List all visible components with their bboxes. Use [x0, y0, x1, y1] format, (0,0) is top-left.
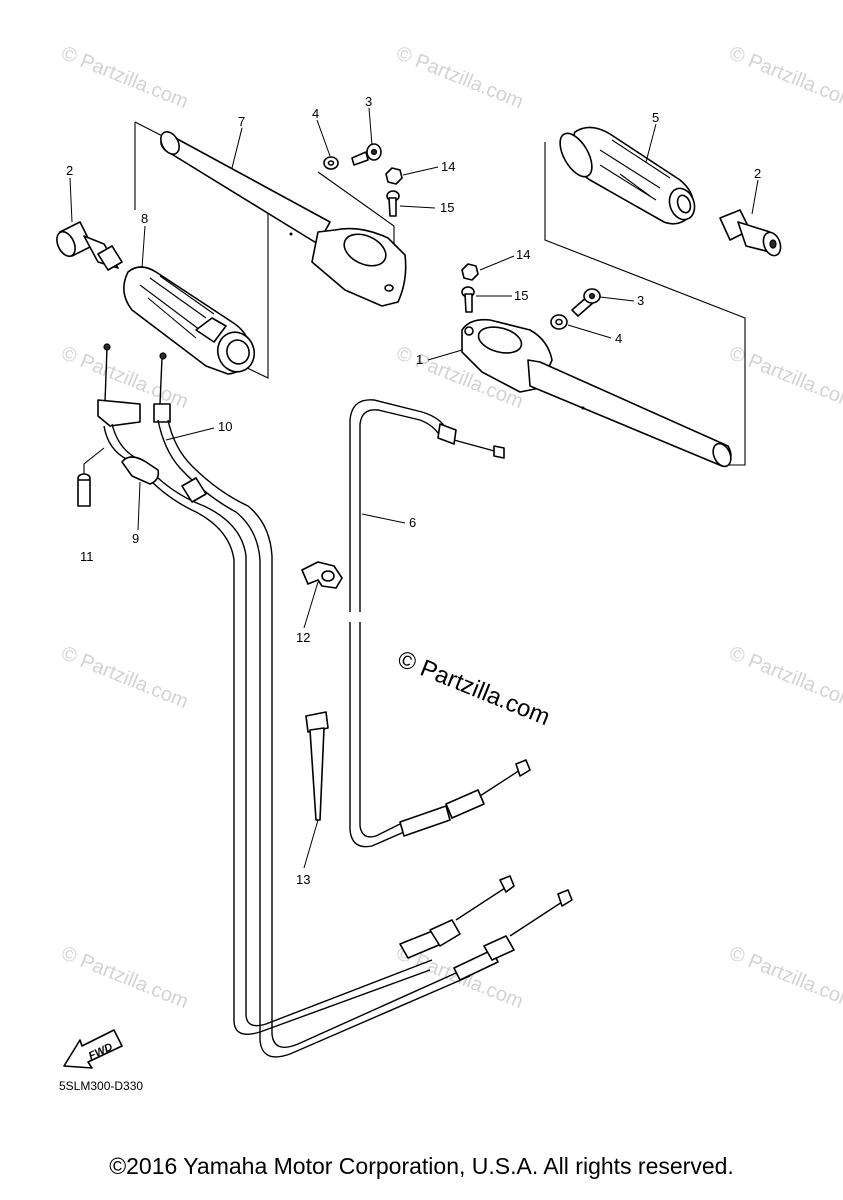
watermark-7: © Partzilla.com	[58, 642, 191, 713]
part-1-right-handlebar	[461, 318, 732, 468]
watermark-8: © Partzilla.com	[726, 642, 843, 713]
diagram-code: 5SLM300-D330	[59, 1079, 143, 1093]
center-watermark: © Partzilla.com	[394, 646, 554, 732]
callout-2-right: 2	[754, 166, 761, 181]
callout-1: 1	[416, 352, 423, 367]
callout-11: 11	[80, 549, 94, 564]
watermark-6: © Partzilla.com	[726, 342, 843, 413]
callout-7: 7	[238, 114, 245, 129]
callouts: 7 4 3 14 15 2 8 5 2 14 15 3 4 1 10 9 11 …	[66, 94, 761, 887]
callout-3-upper: 3	[365, 94, 372, 109]
part-3-bolt-upper	[351, 143, 382, 166]
part-2-bar-end-right	[719, 209, 782, 257]
part-6-clutch-cable	[349, 399, 531, 848]
callout-12: 12	[296, 630, 310, 645]
watermark-2: © Partzilla.com	[393, 42, 526, 113]
callout-5: 5	[652, 110, 659, 125]
callout-4-lower: 4	[615, 331, 622, 346]
part-5-right-grip	[544, 126, 746, 466]
part-15-bolt-lower	[461, 286, 475, 313]
callout-8: 8	[141, 211, 148, 226]
callout-2-left: 2	[66, 163, 73, 178]
watermark-3: © Partzilla.com	[726, 42, 843, 113]
part-4-washer-lower	[550, 314, 568, 330]
part-4-washer-upper	[323, 156, 339, 170]
watermark-9: © Partzilla.com	[58, 942, 191, 1013]
part-14-cap-upper	[385, 167, 403, 185]
callout-14-lower: 14	[516, 247, 530, 262]
part-7-left-handlebar	[134, 121, 407, 379]
part-12-clamp	[301, 561, 343, 589]
fwd-arrow: FWD	[63, 1029, 123, 1069]
part-8-left-grip	[123, 266, 256, 375]
callout-4-upper: 4	[312, 106, 319, 121]
callout-14-upper: 14	[441, 159, 455, 174]
part-10-throttle-cable	[153, 352, 573, 1058]
callout-9: 9	[132, 531, 139, 546]
part-11-bolt	[77, 447, 105, 507]
callout-15-upper: 15	[440, 200, 454, 215]
callout-13: 13	[296, 872, 310, 887]
part-15-bolt-upper	[386, 190, 400, 217]
callout-6: 6	[409, 515, 416, 530]
callout-15-lower: 15	[514, 288, 528, 303]
leader-lines	[69, 107, 759, 869]
part-9-throttle-cable	[97, 343, 515, 1035]
part-14-cap-lower	[461, 263, 479, 281]
copyright-footer: ©2016 Yamaha Motor Corporation, U.S.A. A…	[109, 1153, 734, 1179]
watermark-1: © Partzilla.com	[58, 42, 191, 113]
watermark-11: © Partzilla.com	[726, 942, 843, 1013]
callout-10: 10	[218, 419, 232, 434]
part-3-bolt-lower	[571, 288, 601, 317]
part-2-bar-end-left	[56, 221, 123, 271]
callout-3-lower: 3	[637, 293, 644, 308]
part-13-cable-tie	[305, 711, 329, 821]
